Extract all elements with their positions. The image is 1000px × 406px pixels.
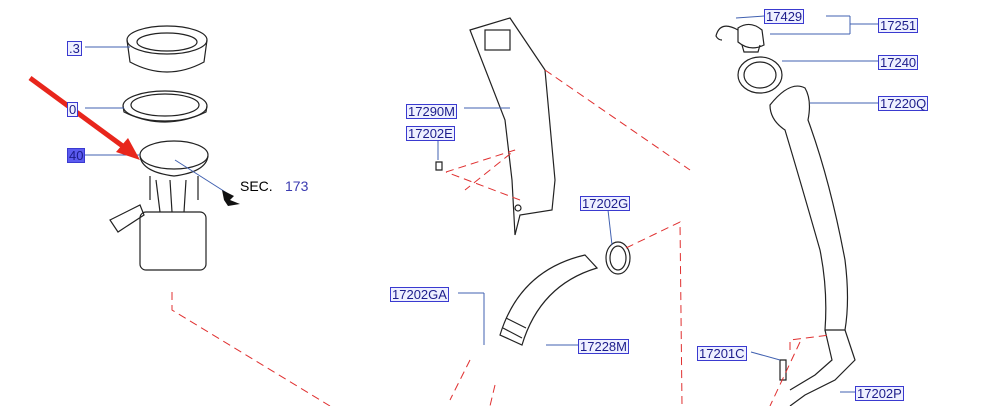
part-label-17202G[interactable]: 17202G bbox=[580, 196, 631, 211]
part-label-17202P[interactable]: 17202P bbox=[855, 386, 904, 401]
part-label-17202GA[interactable]: 17202GA bbox=[390, 287, 449, 302]
gasket bbox=[122, 90, 208, 123]
filler-cap bbox=[715, 23, 765, 53]
part-label-17228M[interactable]: 17228M bbox=[578, 339, 629, 354]
bolt-17201C bbox=[779, 359, 787, 381]
part-label-17201C[interactable]: 17201C bbox=[697, 346, 747, 361]
part-label-17202E[interactable]: 17202E bbox=[406, 126, 455, 141]
hose-17228M bbox=[499, 254, 599, 346]
protector-bracket bbox=[469, 17, 556, 236]
bolt-17202E bbox=[435, 161, 443, 171]
filler-neck bbox=[769, 85, 856, 406]
part-label-17240[interactable]: 17240 bbox=[878, 55, 919, 70]
part-label-40[interactable]: 40 bbox=[67, 148, 86, 163]
part-label-0[interactable]: 0 bbox=[67, 102, 79, 117]
section-prefix: SEC. bbox=[240, 178, 273, 194]
part-label-17220Q[interactable]: 17220Q bbox=[878, 96, 929, 111]
part-label-17429[interactable]: 17429 bbox=[764, 9, 805, 24]
red-pointer-arrow-icon bbox=[28, 75, 140, 160]
cap-seal bbox=[737, 56, 783, 94]
part-label-17251[interactable]: 17251 bbox=[878, 18, 919, 33]
part-label-17290M[interactable]: 17290M bbox=[406, 104, 457, 119]
section-link-173[interactable]: 173 bbox=[285, 178, 309, 194]
lock-ring bbox=[126, 25, 208, 73]
clamp-17202G bbox=[605, 241, 631, 275]
section-arrow-icon bbox=[222, 190, 240, 206]
fuel-pump bbox=[109, 140, 209, 271]
part-label-3[interactable]: .3 bbox=[67, 41, 82, 56]
